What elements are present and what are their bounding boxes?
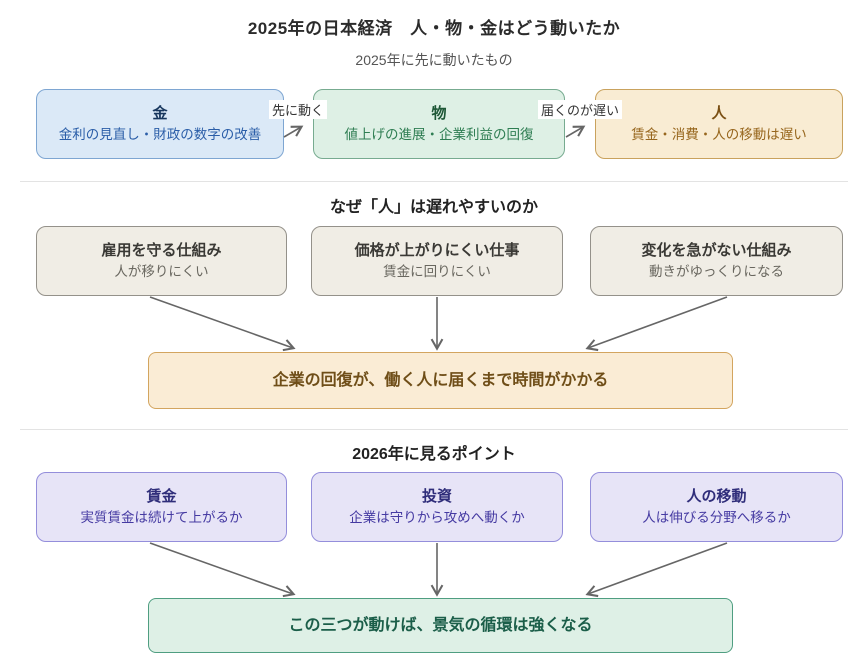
arrow-wages-to-conclusion — [149, 542, 296, 598]
node-people-title: 人 — [711, 105, 727, 123]
arrow-employment-to-conclusion — [149, 296, 296, 352]
why-section-heading: なぜ「人」は遅れやすいのか — [329, 199, 538, 216]
node-wages: 賃金 実質賃金は続けて上がるか — [36, 472, 287, 542]
node-slow-change: 変化を急がない仕組み 動きがゆっくりになる — [590, 226, 843, 296]
edge-label-moves-first: 先に動く — [268, 100, 328, 119]
node-wages-title: 賃金 — [146, 488, 177, 506]
section-divider — [20, 429, 848, 430]
node-people: 人 賃金・消費・人の移動は遅い — [595, 89, 843, 159]
node-slow-change-title: 変化を急がない仕組み — [641, 242, 792, 260]
arrow-goods-to-people — [565, 125, 586, 138]
outlook-section-heading: 2026年に見るポイント — [352, 446, 516, 463]
node-labor-mobility-title: 人の移動 — [686, 488, 747, 506]
node-sticky-prices: 価格が上がりにくい仕事 賃金に回りにくい — [311, 226, 563, 296]
edge-label-slow-to-arrive: 届くのが遅い — [537, 100, 623, 119]
node-money: 金 金利の見直し・財政の数字の改善 — [36, 89, 284, 159]
node-why-conclusion: 企業の回復が、働く人に届くまで時間がかかる — [148, 352, 733, 409]
node-labor-mobility-desc: 人は伸びる分野へ移るか — [642, 510, 791, 526]
node-investment-title: 投資 — [421, 488, 452, 506]
arrow-money-to-goods — [283, 125, 304, 138]
node-goods-desc: 値上げの進展・企業利益の回復 — [344, 127, 534, 143]
node-goods: 物 値上げの進展・企業利益の回復 — [313, 89, 565, 159]
node-employment-desc: 人が移りにくい — [114, 264, 209, 280]
node-investment-desc: 企業は守りから攻めへ動くか — [349, 510, 525, 526]
arrow-change-to-conclusion — [585, 296, 728, 352]
node-employment-protection: 雇用を守る仕組み 人が移りにくい — [36, 226, 287, 296]
node-outlook-conclusion: この三つが動けば、景気の循環は強くなる — [148, 598, 733, 653]
node-goods-title: 物 — [431, 105, 447, 123]
outlook-conclusion-text: この三つが動けば、景気の循環は強くなる — [288, 616, 593, 634]
flow-section-heading: 2025年に先に動いたもの — [355, 52, 513, 68]
node-employment-title: 雇用を守る仕組み — [101, 242, 222, 260]
node-slow-change-desc: 動きがゆっくりになる — [649, 264, 784, 280]
node-investment: 投資 企業は守りから攻めへ動くか — [311, 472, 563, 542]
section-divider — [20, 181, 848, 182]
diagram-title: 2025年の日本経済 人・物・金はどう動いたか — [247, 19, 621, 38]
node-sticky-prices-desc: 賃金に回りにくい — [383, 264, 491, 280]
node-wages-desc: 実質賃金は続けて上がるか — [80, 510, 243, 526]
node-money-desc: 金利の見直し・財政の数字の改善 — [58, 127, 262, 143]
node-money-title: 金 — [152, 105, 168, 123]
node-people-desc: 賃金・消費・人の移動は遅い — [631, 127, 807, 143]
why-conclusion-text: 企業の回復が、働く人に届くまで時間がかかる — [272, 371, 609, 389]
arrow-mobility-to-conclusion — [585, 542, 728, 598]
node-labor-mobility: 人の移動 人は伸びる分野へ移るか — [590, 472, 843, 542]
node-sticky-prices-title: 価格が上がりにくい仕事 — [354, 242, 520, 260]
